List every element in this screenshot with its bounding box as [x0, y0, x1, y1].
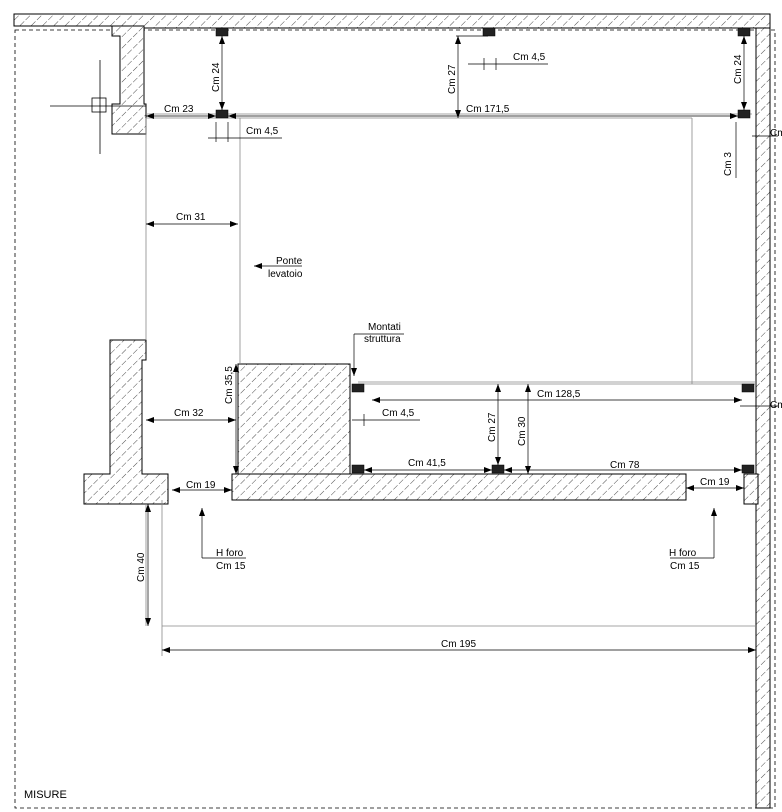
label-mid-post-width: Cm 4,5: [382, 408, 415, 419]
label-left-offset: Cm 23: [164, 104, 194, 115]
post-right: [737, 109, 751, 119]
label-posts-2: struttura: [364, 334, 401, 345]
post-mid-right: [741, 383, 755, 393]
label-top-post-width: Cm 4,5: [513, 52, 546, 63]
post-mid-left: [351, 383, 365, 393]
label-mid-gap: Cm 27: [487, 412, 498, 442]
label-top-span: Cm 171,5: [466, 104, 510, 115]
left-upper-pillar: [111, 25, 147, 135]
label-hole-left-1: H foro: [216, 548, 244, 559]
label-left-hole: Cm 19: [186, 480, 216, 491]
bottom-slab: [231, 473, 687, 501]
label-hole-left-2: Cm 15: [216, 561, 246, 572]
label-lower-span-right: Cm 78: [610, 460, 640, 471]
central-block: [237, 363, 351, 475]
right-bottom-wall: [743, 473, 759, 505]
label-block-height: Cm 35,5: [224, 366, 235, 404]
label-right-post-height: Cm 24: [733, 54, 744, 84]
sheet-border: [14, 29, 776, 809]
post-low-mid: [491, 464, 505, 474]
label-total-width: Cm 195: [441, 639, 476, 650]
post-left: [215, 109, 229, 119]
label-lower-span-left: Cm 41,5: [408, 458, 446, 469]
label-top-post-height: Cm 24: [211, 62, 222, 92]
label-left-height: Cm 40: [136, 552, 147, 582]
crosshair-icon: [50, 60, 146, 154]
label-right-cut-2: Cm: [770, 400, 782, 411]
label-bridge-width: Cm 31: [176, 212, 206, 223]
label-mid-height: Cm 30: [517, 416, 528, 446]
right-wall: [755, 27, 771, 809]
label-right-cut: Cm: [770, 128, 782, 139]
left-lower-wall: [83, 339, 169, 505]
arrowheads: [145, 36, 756, 653]
label-right-hole: Cm 19: [700, 477, 730, 488]
label-hole-right-1: H foro: [669, 548, 697, 559]
post-low-right: [741, 464, 755, 474]
dimension-lines: [146, 35, 778, 651]
label-top-gap: Cm 27: [447, 64, 458, 94]
post-top-left: [215, 27, 229, 37]
label-bridge-1: Ponte: [276, 256, 303, 267]
label-post-width-left: Cm 4,5: [246, 126, 279, 137]
label-posts-1: Montati: [368, 322, 401, 333]
label-left-depth: Cm 32: [174, 408, 204, 419]
sheet-title: MISURE: [24, 789, 67, 801]
label-right-small: Cm 3: [723, 152, 734, 176]
post-top-right: [737, 27, 751, 37]
post-top-mid: [482, 27, 496, 37]
label-mid-span: Cm 128,5: [537, 389, 581, 400]
label-hole-right-2: Cm 15: [670, 561, 700, 572]
label-bridge-2: levatoio: [268, 269, 303, 280]
post-low-left: [351, 464, 365, 474]
